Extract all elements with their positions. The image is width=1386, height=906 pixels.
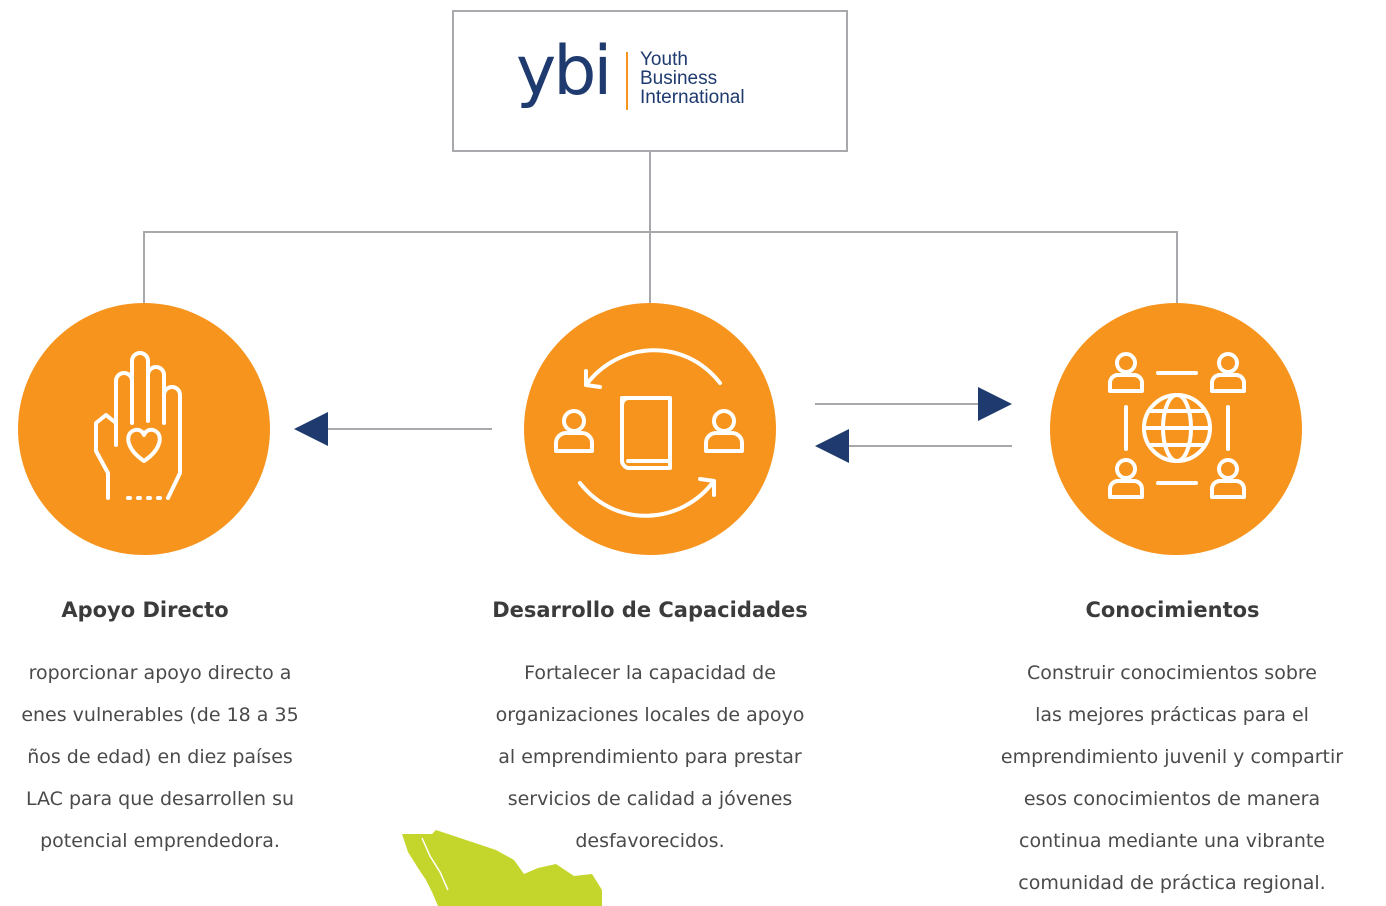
ybi-logo-mark: ybi	[516, 32, 612, 111]
logo-line-business: Business	[640, 68, 718, 89]
arrow-center-to-left	[294, 412, 492, 446]
book-exchange-icon	[554, 348, 744, 518]
pillar-description-desarrollo: Fortalecer la capacidad de organizacione…	[495, 662, 805, 852]
hand-heart-icon	[94, 351, 182, 500]
arrow-right-to-center	[815, 429, 1012, 463]
global-network-icon	[1108, 352, 1246, 499]
mexico-map-icon	[402, 830, 602, 906]
pillar-circle-conocimientos	[1050, 303, 1302, 555]
connector-horizontal	[143, 231, 1178, 233]
connector-left-drop	[143, 231, 145, 303]
logo-line-youth: Youth	[640, 49, 688, 70]
pillar-circle-desarrollo	[524, 303, 776, 555]
logo-wordmark: Youth Business International	[640, 50, 745, 107]
pillar-title-conocimientos: Conocimientos	[1085, 598, 1260, 622]
connector-right-drop	[1176, 231, 1178, 303]
pillar-title-desarrollo: Desarrollo de Capacidades	[492, 598, 808, 622]
pillar-description-conocimientos: Construir conocimientos sobre las mejore…	[1000, 662, 1344, 894]
pillar-description-apoyo: roporcionar apoyo directo a enes vulnera…	[21, 662, 299, 852]
connector-center-drop	[649, 231, 651, 303]
connector-trunk	[649, 152, 651, 232]
logo-line-international: International	[640, 87, 745, 108]
arrow-center-to-right	[815, 387, 1012, 421]
logo-separator	[626, 52, 628, 110]
ybi-logo-box: ybi Youth Business International	[452, 10, 848, 152]
pillar-circle-apoyo	[18, 303, 270, 555]
pillar-title-apoyo: Apoyo Directo	[61, 598, 229, 622]
